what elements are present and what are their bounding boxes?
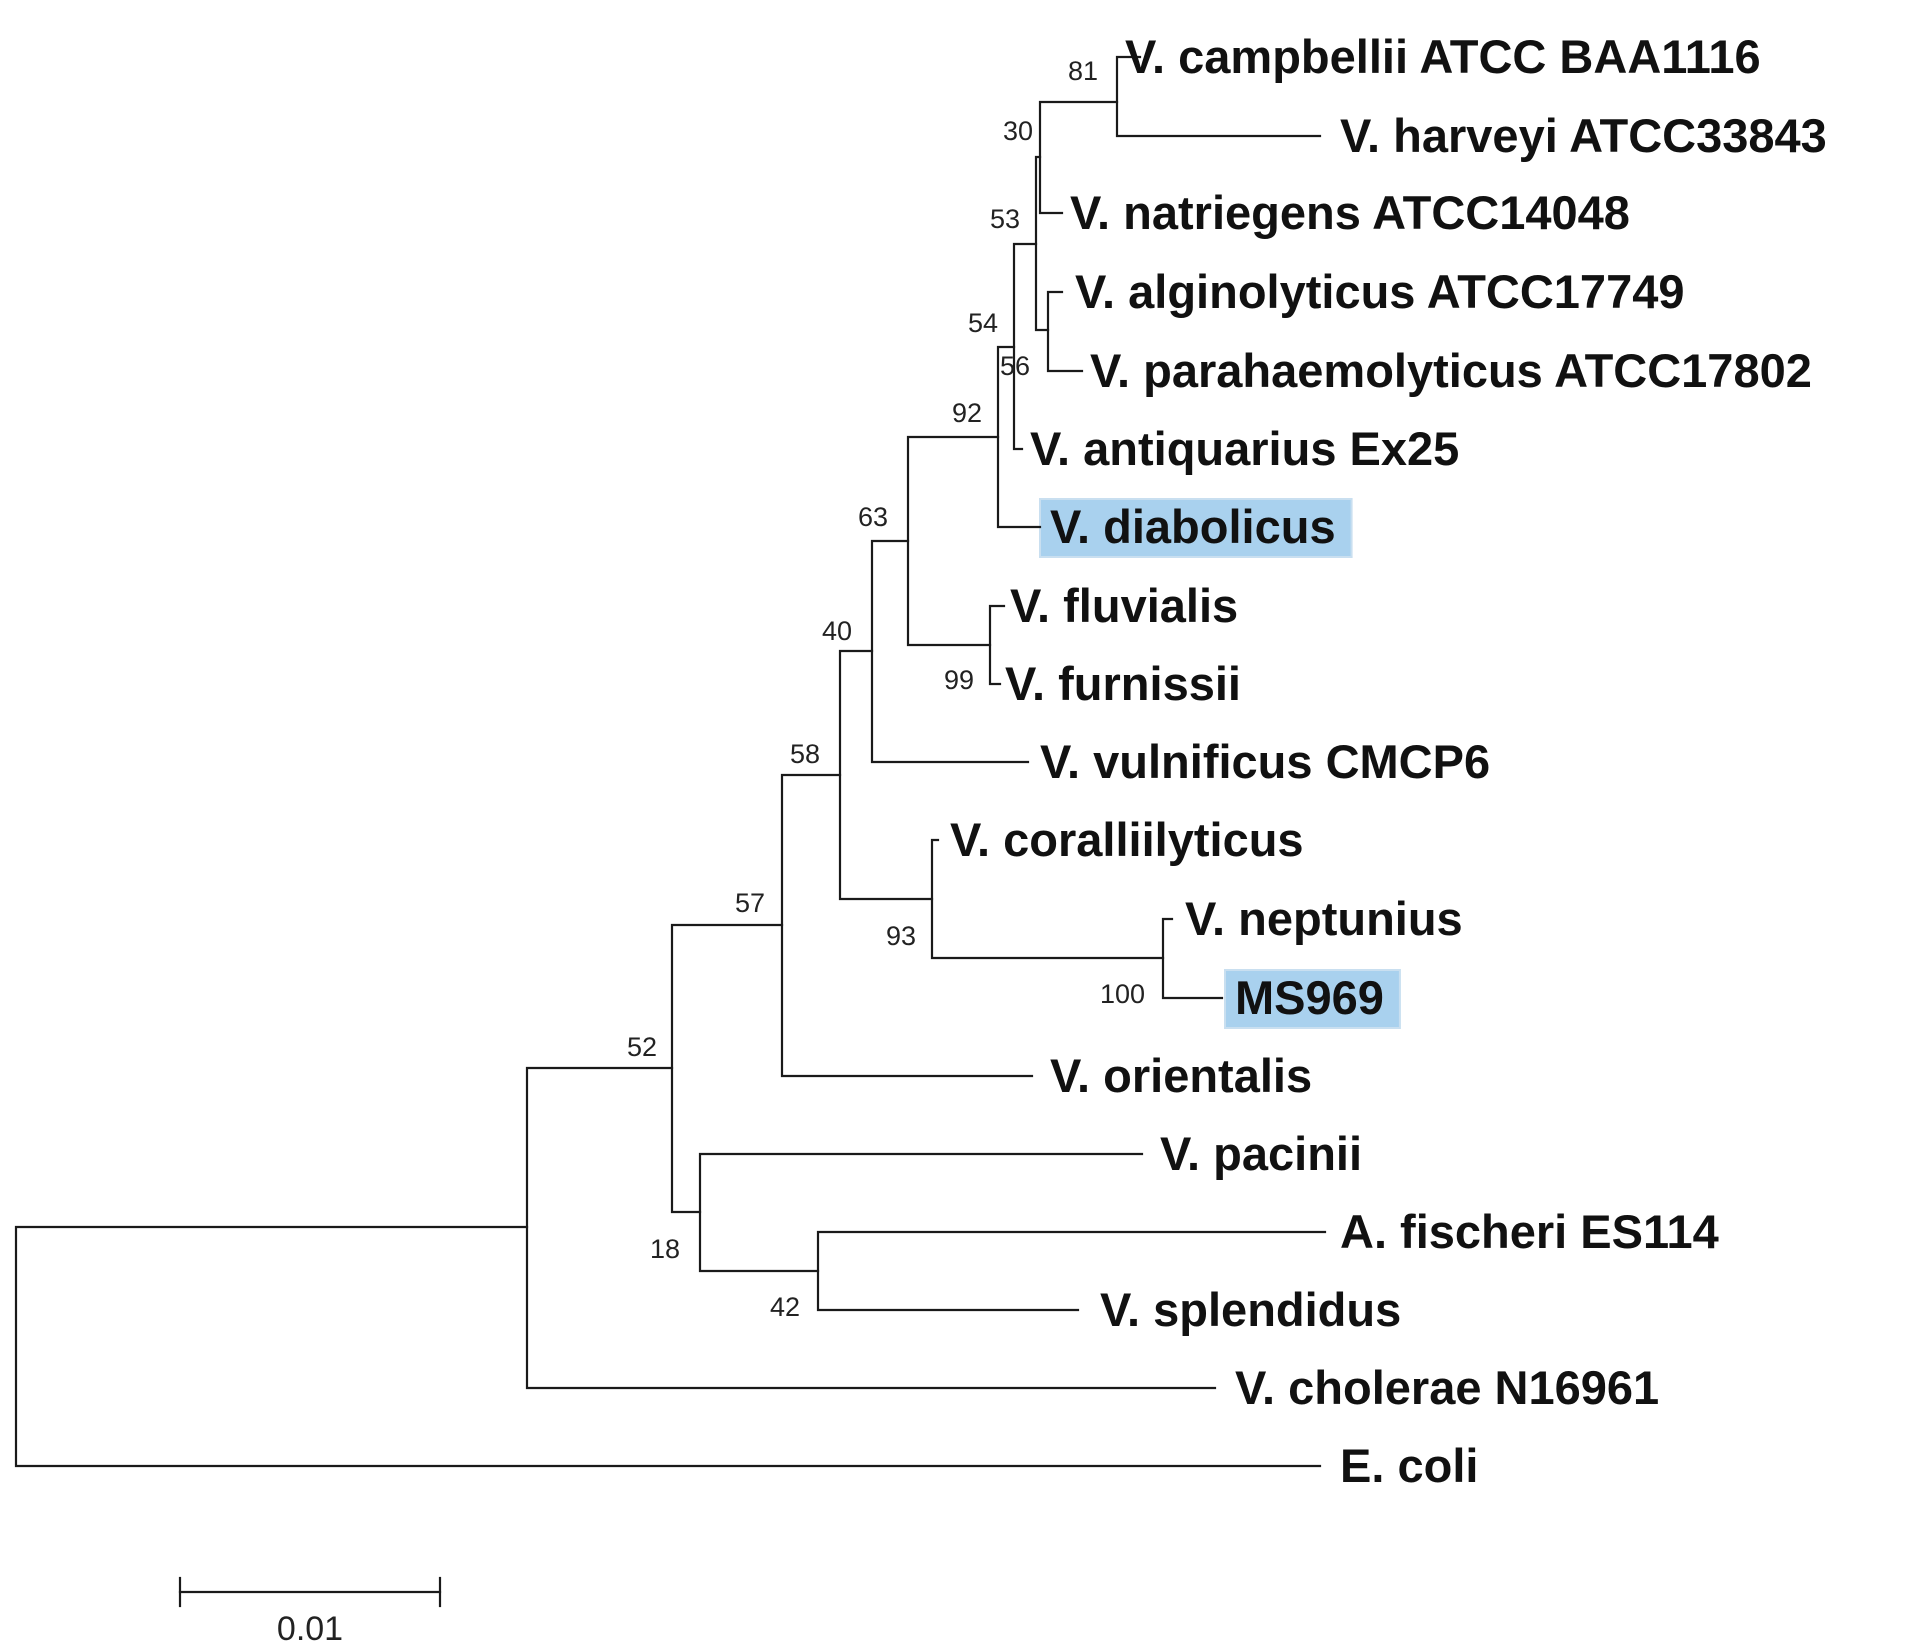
bootstrap-label-inner_54: 54 bbox=[968, 308, 998, 338]
bootstrap-label-diabolicus_node: 92 bbox=[952, 398, 982, 428]
bootstrap-label-alginolyticus_parahaemolyticus: 56 bbox=[1000, 351, 1030, 381]
bootstrap-label-fluvialis_furnissii: 99 bbox=[944, 665, 974, 695]
bootstrap-label-campbellii_harveyi: 81 bbox=[1068, 56, 1098, 86]
branch-fluvialis-furnissii bbox=[988, 604, 1006, 686]
branch-inner-58 bbox=[838, 649, 934, 901]
bootstrap-label-inner_52: 52 bbox=[627, 1032, 657, 1062]
bootstrap-label-neptunius_ms969: 100 bbox=[1100, 979, 1145, 1009]
taxon-label-vulnificus: V. vulnificus CMCP6 bbox=[1040, 735, 1490, 788]
taxon-label-diabolicus: V. diabolicus bbox=[1050, 500, 1336, 553]
highlight-box-diabolicus bbox=[1039, 498, 1353, 558]
bootstrap-label-inner_63: 63 bbox=[858, 502, 888, 532]
taxon-label-coralliilyticus: V. coralliilyticus bbox=[950, 813, 1304, 866]
taxon-label-antiquarius: V. antiquarius Ex25 bbox=[1030, 422, 1459, 475]
branch-inner-53 bbox=[1034, 155, 1050, 332]
taxon-label-splendidus: V. splendidus bbox=[1100, 1283, 1401, 1336]
taxon-label-alginolyticus: V. alginolyticus ATCC17749 bbox=[1075, 265, 1685, 318]
bootstrap-label-inner_40: 40 bbox=[822, 616, 852, 646]
highlight-layer bbox=[1039, 498, 1401, 1029]
taxon-label-orientalis: V. orientalis bbox=[1050, 1049, 1312, 1102]
bootstrap-label-inner_53: 53 bbox=[990, 204, 1020, 234]
tree-branches bbox=[14, 55, 1327, 1468]
branch-pacinii-node bbox=[698, 1152, 1144, 1273]
taxon-label-neptunius: V. neptunius bbox=[1185, 892, 1463, 945]
scale-bar-label: 0.01 bbox=[277, 1610, 343, 1648]
taxon-label-ecoli: E. coli bbox=[1340, 1439, 1478, 1492]
bootstrap-label-fischeri_splendidus: 42 bbox=[770, 1292, 800, 1322]
taxon-label-parahaemolyticus: V. parahaemolyticus ATCC17802 bbox=[1090, 344, 1812, 397]
taxon-label-pacinii: V. pacinii bbox=[1160, 1127, 1362, 1180]
bootstrap-label-coralliilyticus_node: 93 bbox=[886, 921, 916, 951]
taxon-label-fluvialis: V. fluvialis bbox=[1010, 579, 1238, 632]
bootstrap-label-pacinii_node: 18 bbox=[650, 1234, 680, 1264]
scale-bar-group: 0.01 bbox=[178, 1576, 442, 1648]
taxon-labels: V. campbellii ATCC BAA1116 V. harveyi ATC… bbox=[950, 30, 1827, 1492]
branch-cholerae-node bbox=[525, 1066, 1217, 1390]
branch-inner-54 bbox=[1012, 242, 1038, 451]
highlight-box-ms969 bbox=[1224, 969, 1401, 1029]
taxon-label-campbellii: V. campbellii ATCC BAA1116 bbox=[1125, 30, 1761, 83]
branch-inner-63 bbox=[906, 435, 1000, 647]
bootstrap-label-natriegens_node: 30 bbox=[1003, 116, 1033, 146]
branch-root bbox=[14, 1225, 1322, 1468]
branch-inner-52 bbox=[670, 923, 784, 1214]
taxon-label-furnissii: V. furnissii bbox=[1005, 657, 1241, 710]
branch-inner-40 bbox=[870, 539, 1030, 764]
taxon-label-natriegens: V. natriegens ATCC14048 bbox=[1070, 186, 1630, 239]
taxon-label-fischeri: A. fischeri ES114 bbox=[1340, 1205, 1719, 1258]
taxon-label-ms969: MS969 bbox=[1235, 971, 1384, 1024]
bootstrap-label-inner_57: 57 bbox=[735, 888, 765, 918]
taxon-label-cholerae: V. cholerae N16961 bbox=[1235, 1361, 1659, 1414]
bootstrap-label-inner_58: 58 bbox=[790, 739, 820, 769]
branch-campbellii-harveyi bbox=[1115, 55, 1322, 138]
branch-alginolyticus-parahaemolyticus bbox=[1046, 290, 1084, 373]
taxon-label-harveyi: V. harveyi ATCC33843 bbox=[1340, 109, 1827, 162]
